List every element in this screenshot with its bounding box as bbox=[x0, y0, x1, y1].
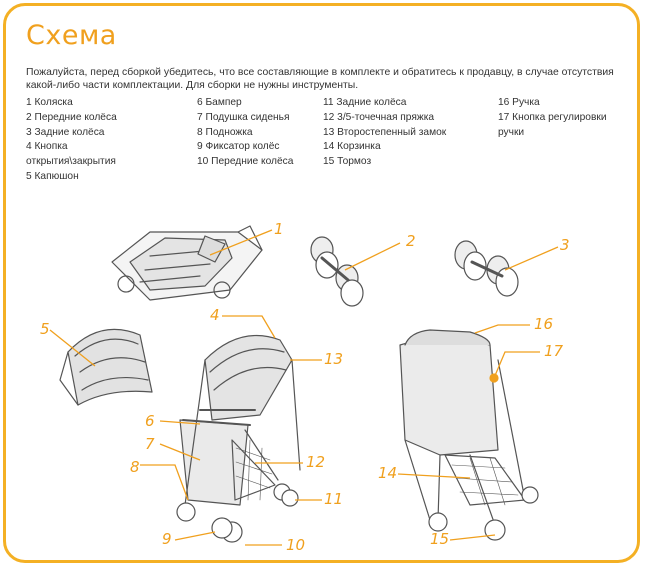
part-item: ручки bbox=[498, 126, 525, 138]
page-frame bbox=[3, 3, 640, 563]
callout-8: 8 bbox=[130, 458, 140, 476]
callout-lines bbox=[49, 229, 559, 546]
callout-16: 16 bbox=[534, 315, 554, 333]
part-item: 17 Кнопка регулировки bbox=[498, 111, 607, 123]
parts-list-col-4: 16 Ручка 17 Кнопка регулировки ручки bbox=[498, 96, 607, 140]
part-item: 5 Капюшон bbox=[26, 170, 79, 182]
callout-5: 5 bbox=[40, 320, 50, 338]
part-item: 16 Ручка bbox=[498, 97, 540, 108]
parts-list-col-2: 6 Бампер 7 Подушка сиденья 8 Подножка 9 … bbox=[197, 96, 293, 170]
page-title: Схема bbox=[26, 20, 117, 51]
part-item: 9 Фиксатор колёс bbox=[197, 141, 280, 153]
callout-9: 9 bbox=[162, 530, 172, 548]
parts-list-col-3: 11 Задние колёса 12 3/5-точечная пряжка … bbox=[323, 96, 446, 170]
part-item: 11 Задние колёса bbox=[323, 97, 407, 108]
part-item: 13 Второстепенный замок bbox=[323, 126, 447, 138]
part-item: 2 Передние колёса bbox=[26, 111, 117, 123]
callout-14: 14 bbox=[378, 464, 398, 482]
callout-2: 2 bbox=[406, 232, 416, 250]
part-item: 10 Передние колёса bbox=[197, 156, 294, 168]
callout-3: 3 bbox=[560, 236, 570, 254]
callout-17: 17 bbox=[544, 342, 564, 360]
callout-15: 15 bbox=[430, 530, 450, 548]
callout-11: 11 bbox=[324, 490, 344, 508]
callout-1: 1 bbox=[274, 220, 284, 238]
part-item: 6 Бампер bbox=[197, 97, 242, 108]
stroller-front-illustration bbox=[176, 334, 301, 543]
part-item: 15 Тормоз bbox=[323, 156, 372, 168]
callout-13: 13 bbox=[324, 350, 344, 368]
rear-wheels-illustration bbox=[454, 240, 519, 297]
part-item: 1 Коляска bbox=[26, 97, 73, 108]
folded-stroller-illustration bbox=[111, 225, 263, 301]
part-item: 4 Кнопка bbox=[26, 141, 68, 153]
front-wheels-illustration bbox=[310, 236, 364, 307]
callout-6: 6 bbox=[145, 412, 155, 430]
callout-10: 10 bbox=[286, 536, 306, 554]
callout-12: 12 bbox=[306, 453, 326, 471]
part-item: 14 Корзинка bbox=[323, 141, 381, 153]
stroller-rear-illustration bbox=[399, 329, 539, 541]
part-item: 12 3/5-точечная пряжка bbox=[323, 111, 435, 123]
callout-4: 4 bbox=[210, 306, 220, 324]
canopy-illustration bbox=[59, 328, 153, 406]
intro-text: Пожалуйста, перед сборкой убедитесь, что… bbox=[26, 67, 614, 91]
parts-list-col-1: 1 Коляска 2 Передние колёса 3 Задние кол… bbox=[26, 96, 117, 185]
part-item: 8 Подножка bbox=[197, 126, 253, 138]
callout-7: 7 bbox=[145, 435, 155, 453]
part-item: 3 Задние колёса bbox=[26, 126, 105, 138]
part-item: открытия\закрытия bbox=[26, 156, 116, 168]
part-item: 7 Подушка сиденья bbox=[197, 111, 290, 123]
